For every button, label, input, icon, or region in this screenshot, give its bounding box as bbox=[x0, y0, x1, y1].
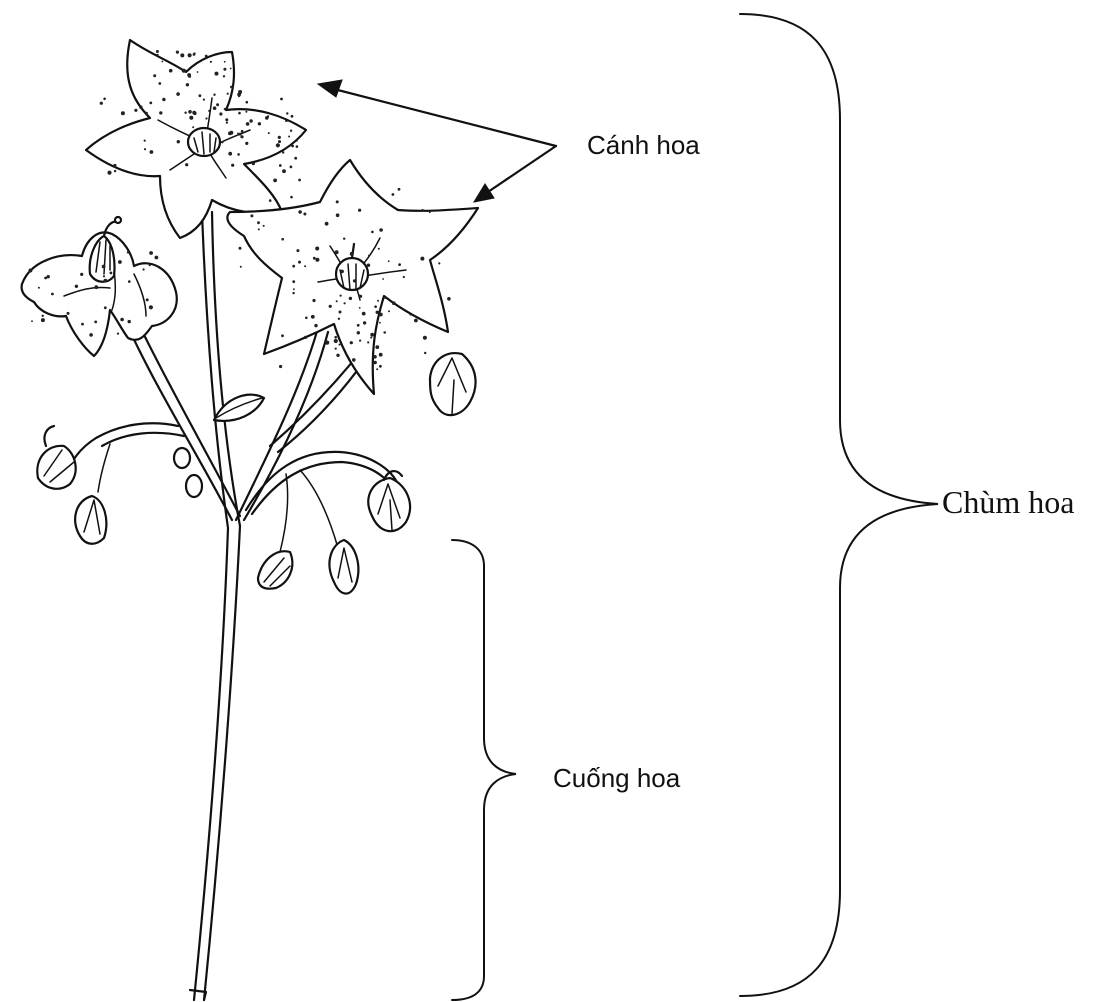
flower-bud-5 bbox=[37, 426, 75, 489]
bud-branch-left bbox=[66, 423, 184, 476]
flower-bud-3 bbox=[258, 551, 292, 588]
bud-stalk-2 bbox=[280, 474, 288, 552]
right-pedicel bbox=[236, 328, 328, 520]
bud-stalk-3 bbox=[98, 444, 110, 492]
label-petal: Cánh hoa bbox=[587, 130, 700, 161]
inflorescence-brace bbox=[740, 14, 938, 996]
stem-node-1 bbox=[174, 448, 190, 468]
main-stem bbox=[194, 526, 240, 1000]
flower-bud-4 bbox=[75, 496, 106, 544]
flower-bud-2 bbox=[329, 540, 358, 594]
label-peduncle: Cuống hoa bbox=[553, 763, 680, 794]
label-inflorescence: Chùm hoa bbox=[942, 484, 1074, 521]
flower-bud-1 bbox=[368, 471, 410, 531]
flower-bud-6 bbox=[430, 353, 476, 415]
flower-left bbox=[22, 217, 177, 356]
flower-top bbox=[86, 40, 306, 238]
bud-stalk-1 bbox=[300, 470, 338, 548]
peduncle-brace bbox=[452, 540, 516, 1000]
stem-node-2 bbox=[186, 475, 202, 497]
